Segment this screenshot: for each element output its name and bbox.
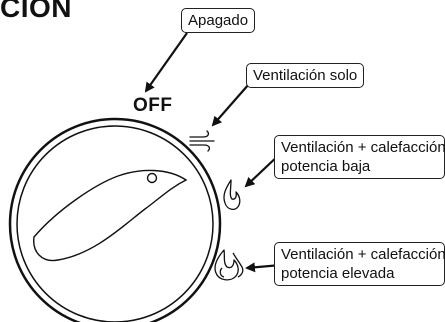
callout-baja-line1: Ventilación + calefacción <box>281 139 445 156</box>
callout-baja-line2: potencia baja <box>281 158 371 175</box>
callout-apagado-text: Apagado <box>188 12 249 29</box>
callout-elevada-line2: potencia elevada <box>281 265 395 282</box>
knob-indicator-dot <box>146 172 158 184</box>
arrow-ventilacion <box>211 83 250 127</box>
double-flame-icon <box>214 249 244 281</box>
callout-elevada-line1: Ventilación + calefacción <box>281 246 445 263</box>
knob-grip <box>33 169 188 262</box>
callout-potencia-baja: Ventilación + calefacción potencia baja <box>274 135 445 179</box>
title-fragment: CIÓN <box>0 0 72 23</box>
arrow-apagado <box>144 32 188 93</box>
callout-potencia-elevada: Ventilación + calefacción potencia eleva… <box>274 242 445 286</box>
wind-icon <box>189 130 215 152</box>
off-label: OFF <box>133 95 173 116</box>
callout-ventilacion-solo: Ventilación solo <box>246 63 365 88</box>
callout-apagado: Apagado <box>181 8 256 33</box>
knob[interactable] <box>8 117 222 322</box>
single-flame-icon <box>223 179 241 210</box>
callout-ventilacion-solo-text: Ventilación solo <box>253 67 358 84</box>
